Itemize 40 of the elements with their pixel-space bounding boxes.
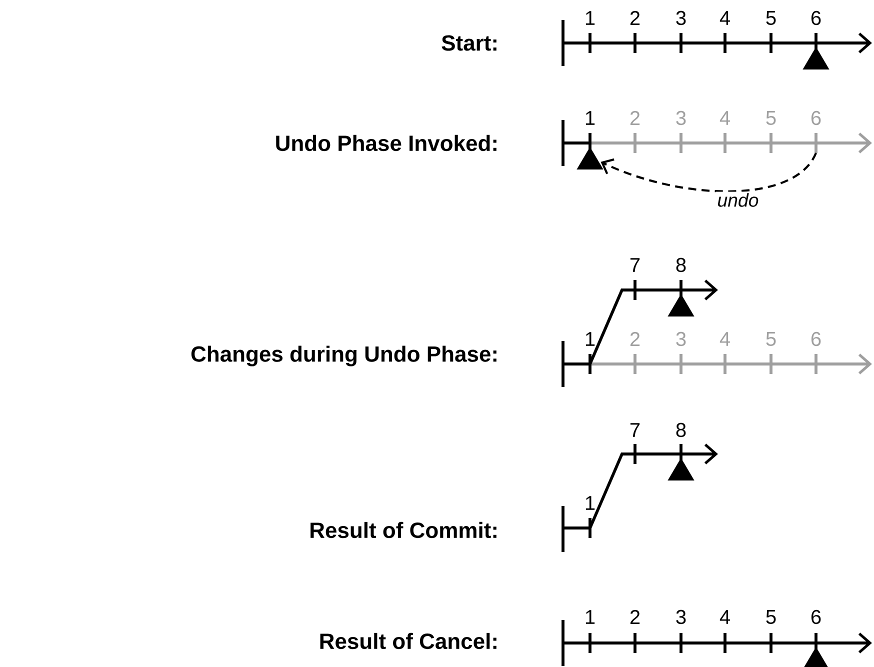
row-title: Undo Phase Invoked: <box>276 134 496 152</box>
tick-number: 1 <box>586 332 595 346</box>
tick-number: 4 <box>720 111 730 125</box>
row-title: Result of Cancel: <box>320 632 496 650</box>
tick-number: 6 <box>811 110 821 126</box>
tick-number: 2 <box>630 332 640 346</box>
tick-number: 5 <box>766 332 776 346</box>
tick-number: 3 <box>676 10 686 26</box>
tick-number: 1 <box>586 111 595 125</box>
position-marker <box>802 646 830 667</box>
tick-number: 8 <box>676 422 686 438</box>
tick-number: 5 <box>766 111 776 125</box>
position-marker <box>576 146 604 170</box>
tick-number: 5 <box>766 610 776 624</box>
position-marker <box>668 458 694 480</box>
tick-number: 6 <box>811 610 821 624</box>
edge-label: undo <box>716 192 760 208</box>
tick-number: 1 <box>586 610 595 624</box>
tick-number: 1 <box>586 496 595 510</box>
tick-number: 3 <box>676 110 686 126</box>
position-marker <box>802 46 830 70</box>
tick-number: 4 <box>720 610 730 624</box>
tick-number: 3 <box>676 610 686 624</box>
row-title: Changes during Undo Phase: <box>191 346 496 366</box>
row-title: Start: <box>442 35 496 51</box>
tick-number: 4 <box>720 332 730 346</box>
tick-number: 5 <box>766 11 776 25</box>
tick-number: 2 <box>630 111 640 125</box>
arrow <box>600 152 817 192</box>
tick-number: 2 <box>630 11 640 25</box>
tick-number: 7 <box>630 258 640 272</box>
tick-number: 1 <box>586 11 595 25</box>
position-marker <box>668 294 694 316</box>
row-title: Result of Commit: <box>310 522 496 538</box>
tick-number: 4 <box>720 11 730 25</box>
tick-number: 6 <box>811 332 821 346</box>
tick-number: 8 <box>676 258 686 272</box>
tick-number: 6 <box>811 10 821 26</box>
tick-number: 7 <box>630 423 640 437</box>
tick-number: 2 <box>630 610 640 624</box>
